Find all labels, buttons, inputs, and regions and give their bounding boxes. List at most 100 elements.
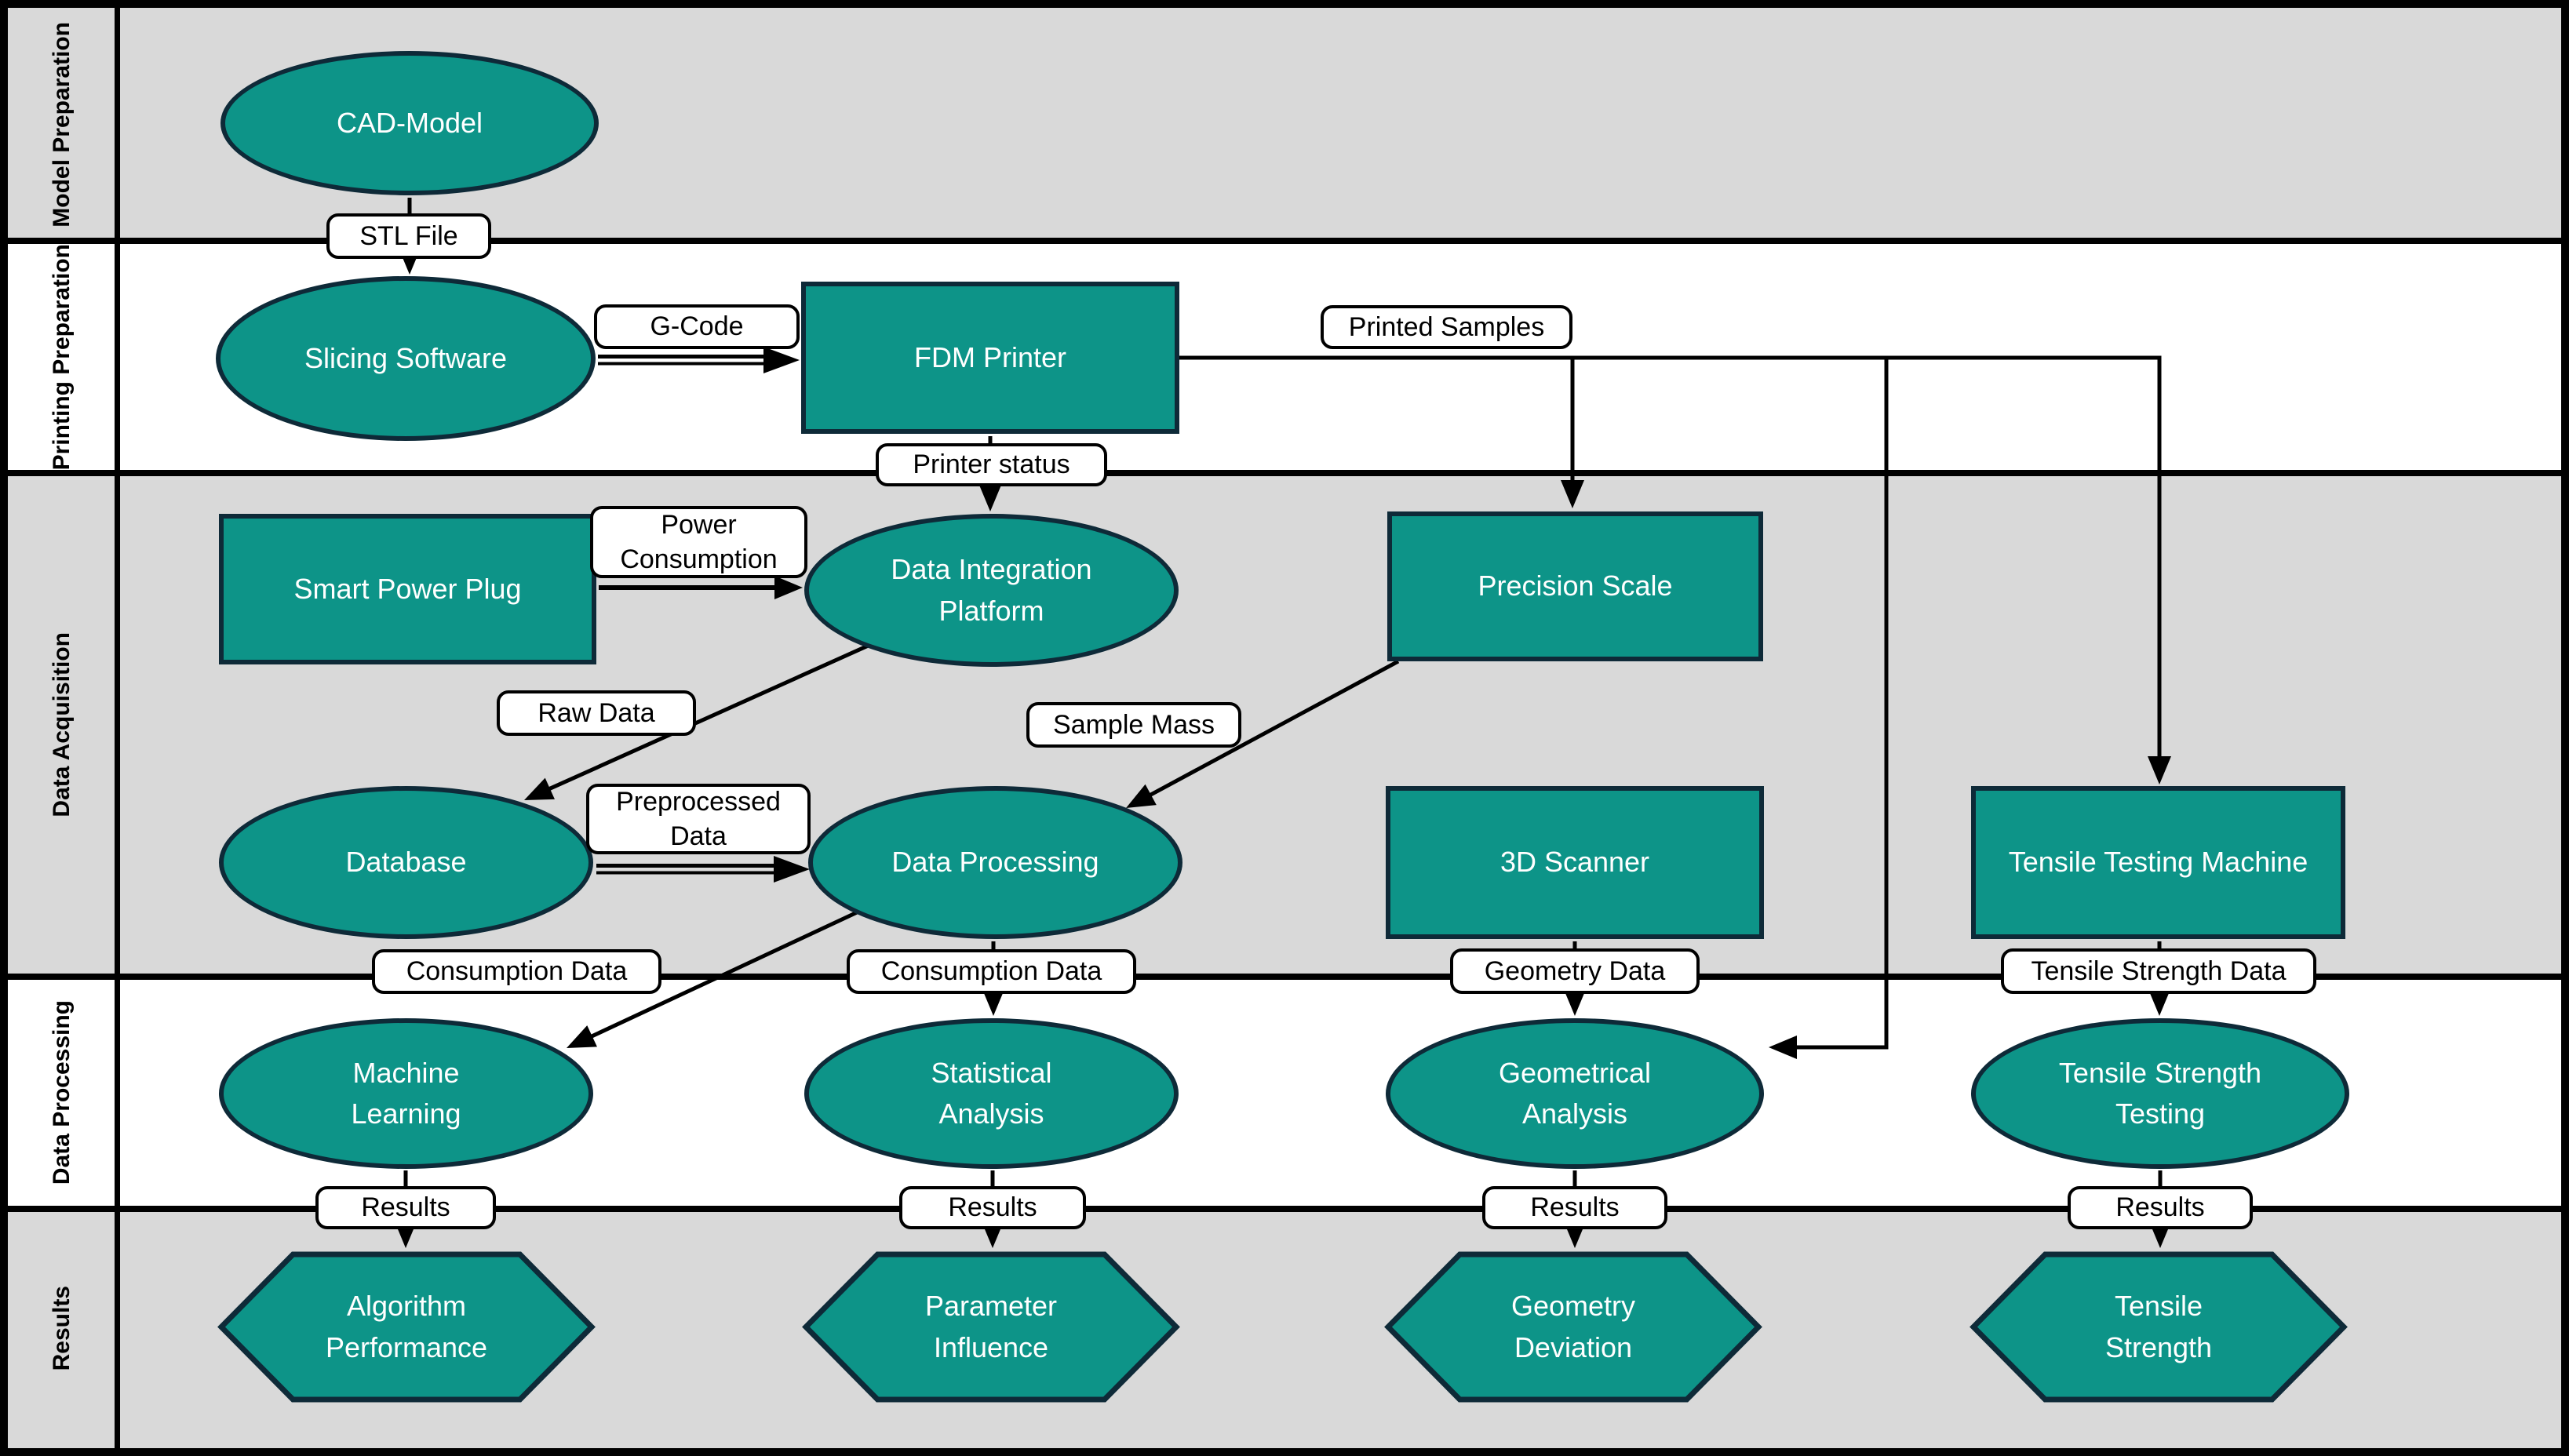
edge-label-printed-samples: Printed Samples [1321, 305, 1572, 349]
lane-divider-3 [8, 974, 2561, 980]
node-label-line: Tensile Strength [2058, 1056, 2262, 1089]
hexagon-shape [1970, 1251, 2348, 1403]
node-label: Data Processing [891, 842, 1099, 883]
edge-label-results-4: Results [2068, 1186, 2253, 1229]
edge-label-line: G-Code [650, 311, 744, 342]
edge-sample-mass [1126, 659, 1400, 808]
node-label-line: Performance [325, 1330, 488, 1363]
node-label-line: Statistical [931, 1056, 1052, 1089]
node-label-line: Database [345, 846, 467, 879]
edge-label-line: Consumption Data [406, 956, 628, 987]
node-slicing-software: Slicing Software [216, 276, 596, 441]
node-label-line: Geometrical [1498, 1056, 1652, 1089]
edge-label-line: Preprocessed [616, 786, 781, 817]
node-label: Database [345, 842, 466, 883]
node-label-line: Slicing Software [304, 341, 508, 374]
lane-label-column-divider [115, 8, 120, 1448]
node-label-line: Deviation [1514, 1330, 1633, 1363]
arrowhead [2148, 988, 2171, 1016]
arrowhead [1126, 784, 1157, 808]
node-label-line: Platform [938, 594, 1044, 627]
node-data-processing: Data Processing [808, 786, 1182, 939]
node-label-line: Strength [2104, 1330, 2213, 1363]
edge-label-printer-status: Printer status [876, 443, 1107, 486]
lane-divider-4 [8, 1206, 2561, 1212]
node-label-line: Influence [933, 1330, 1049, 1363]
node-label-line: Data Integration [891, 553, 1092, 586]
node-label-line: Tensile Testing Machine [2008, 846, 2308, 879]
node-label-line: Parameter [924, 1290, 1058, 1323]
edge-printed-samples-to-precision-scale [1561, 358, 1584, 508]
node-label-line: FDM Printer [913, 340, 1066, 373]
arrowhead [1769, 1036, 1797, 1059]
node-label-line: Smart Power Plug [293, 572, 522, 605]
edge-label-results-1: Results [315, 1186, 496, 1229]
edge-label-raw-data: Raw Data [497, 690, 696, 736]
node-label-line: 3D Scanner [1499, 846, 1650, 879]
edge-label-line: Sample Mass [1053, 709, 1215, 740]
edge-printed-samples-to-tensile-machine [1179, 355, 2171, 784]
edge-consumption-data-left [567, 900, 880, 1048]
node-label: Precision Scale [1478, 566, 1672, 606]
edge-label-line: Printed Samples [1348, 311, 1545, 342]
node-label: Tensile Testing Machine [2009, 842, 2308, 883]
node-label-line: Data Processing [891, 846, 1099, 879]
edge-label-line: Results [948, 1192, 1037, 1223]
edge-label-results-2: Results [899, 1186, 1086, 1229]
edge-g-code [598, 347, 800, 373]
arrowhead [763, 347, 800, 373]
node-tensile-testing-machine: Tensile Testing Machine [1971, 786, 2345, 939]
edge-label-line: Data [670, 821, 727, 851]
node-smart-power-plug: Smart Power Plug [219, 514, 596, 664]
lane-divider-2 [8, 470, 2561, 476]
node-label: 3D Scanner [1500, 842, 1649, 883]
edge-label-line: Results [361, 1192, 450, 1223]
edge-label-consumption-data-right: Consumption Data [847, 949, 1136, 994]
edge-label-consumption-data-left: Consumption Data [372, 949, 661, 994]
node-label: CAD-Model [337, 103, 483, 144]
node-label-line: CAD-Model [336, 106, 483, 139]
edge-label-geometry-data: Geometry Data [1450, 948, 1700, 994]
hexagon-shape [217, 1251, 596, 1403]
node-label: Slicing Software [304, 338, 507, 379]
node-database: Database [219, 786, 593, 939]
arrowhead [978, 483, 1002, 511]
node-precision-scale: Precision Scale [1387, 511, 1763, 661]
arrowhead [2148, 756, 2171, 784]
node-label-line: Testing [2115, 1097, 2206, 1130]
node-label-line: Geometry [1510, 1290, 1636, 1323]
arrowhead [982, 988, 1005, 1016]
edge-label-g-code: G-Code [594, 304, 800, 349]
edge-raw-data [524, 617, 927, 800]
node-label-line: Analysis [938, 1097, 1044, 1130]
node-label: Smart Power Plug [293, 569, 521, 610]
edge-label-line: Power [661, 509, 737, 540]
edge-label-stl-file: STL File [326, 213, 491, 259]
edge-label-line: Results [2115, 1192, 2205, 1223]
node-label-line: Precision Scale [1478, 570, 1673, 602]
node-label-line: Algorithm [346, 1290, 467, 1323]
node-fdm-printer: FDM Printer [801, 282, 1179, 434]
edge-printed-samples-to-3d-scanner [1769, 358, 1889, 1059]
node-label-line: Tensile [2114, 1290, 2203, 1323]
arrowhead [774, 576, 803, 599]
edge-preprocessed-data [596, 856, 810, 883]
edge-label-results-3: Results [1482, 1186, 1667, 1229]
edge-label-line: Tensile Strength Data [2031, 956, 2287, 986]
arrowhead [524, 777, 555, 800]
edge-label-line: Raw Data [537, 697, 655, 728]
